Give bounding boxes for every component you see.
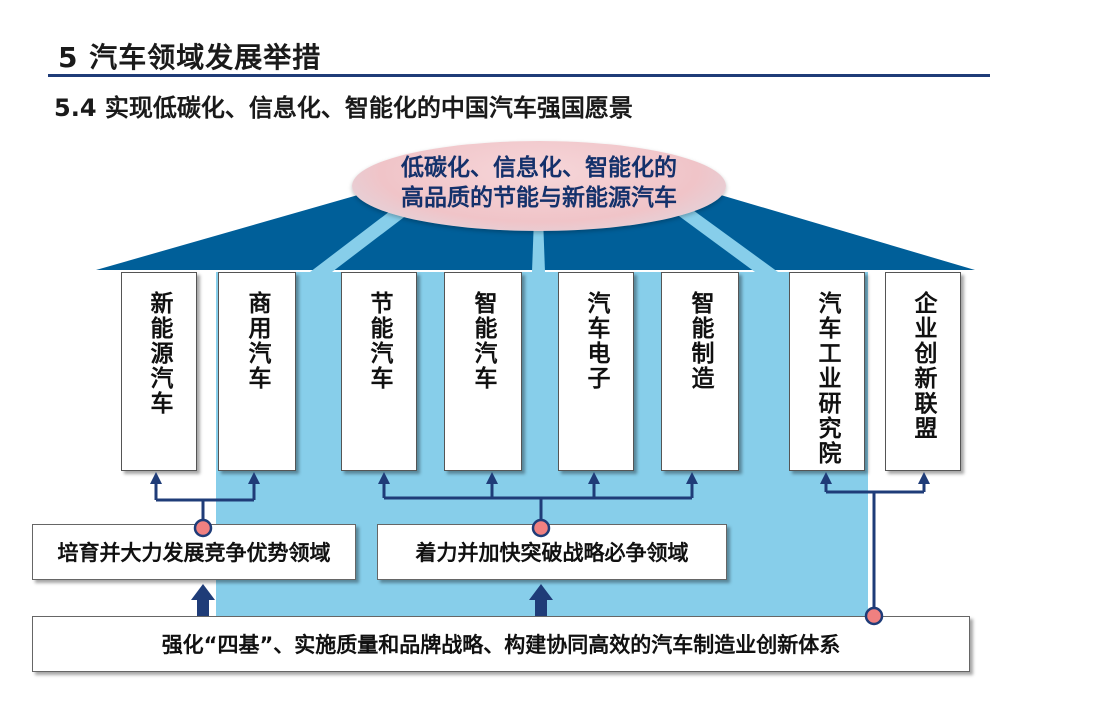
pillar-automotive-electronics: 汽车电子 [558, 272, 634, 471]
vision-line-2: 高品质的节能与新能源汽车 [401, 185, 677, 211]
vision-line-1: 低碳化、信息化、智能化的 [401, 155, 677, 181]
page-title: 5 汽车领域发展举措 [58, 41, 322, 74]
base-box-foundation: 强化“四基”、实施质量和品牌战略、构建协同高效的汽车制造业创新体系 [32, 616, 970, 672]
roof-light-band-right [664, 205, 778, 272]
middle-box-strategic-breakthrough: 着力并加快突破战略必争领域 [377, 524, 727, 580]
pillar-energy-saving-vehicle: 节能汽车 [341, 272, 417, 471]
pillar-label: 汽车电子 [583, 291, 609, 391]
pillar-label: 汽车工业研究院 [814, 291, 840, 466]
middle-box-competitive-advantage: 培育并大力发展竞争优势领域 [32, 524, 356, 580]
pillar-label: 智能汽车 [470, 291, 496, 391]
pillar-label: 企业创新联盟 [910, 291, 936, 441]
pillar-label: 节能汽车 [366, 291, 392, 391]
pillar-automotive-research-institute: 汽车工业研究院 [789, 272, 865, 471]
pillar-intelligent-manufacturing: 智能制造 [661, 272, 739, 471]
vision-oval: 低碳化、信息化、智能化的 高品质的节能与新能源汽车 [352, 141, 726, 231]
pillar-intelligent-vehicle: 智能汽车 [444, 272, 522, 471]
pillar-new-energy-vehicle: 新能源汽车 [121, 272, 197, 471]
roof-light-band-left [310, 205, 420, 272]
pillar-label: 智能制造 [687, 291, 713, 391]
pillar-enterprise-innovation-alliance: 企业创新联盟 [885, 272, 961, 471]
pillar-commercial-vehicle: 商用汽车 [218, 272, 296, 471]
pillar-label: 新能源汽车 [146, 291, 172, 416]
page-subtitle: 5.4 实现低碳化、信息化、智能化的中国汽车强国愿景 [54, 94, 633, 122]
title-divider [48, 74, 990, 77]
pillar-label: 商用汽车 [244, 291, 270, 391]
